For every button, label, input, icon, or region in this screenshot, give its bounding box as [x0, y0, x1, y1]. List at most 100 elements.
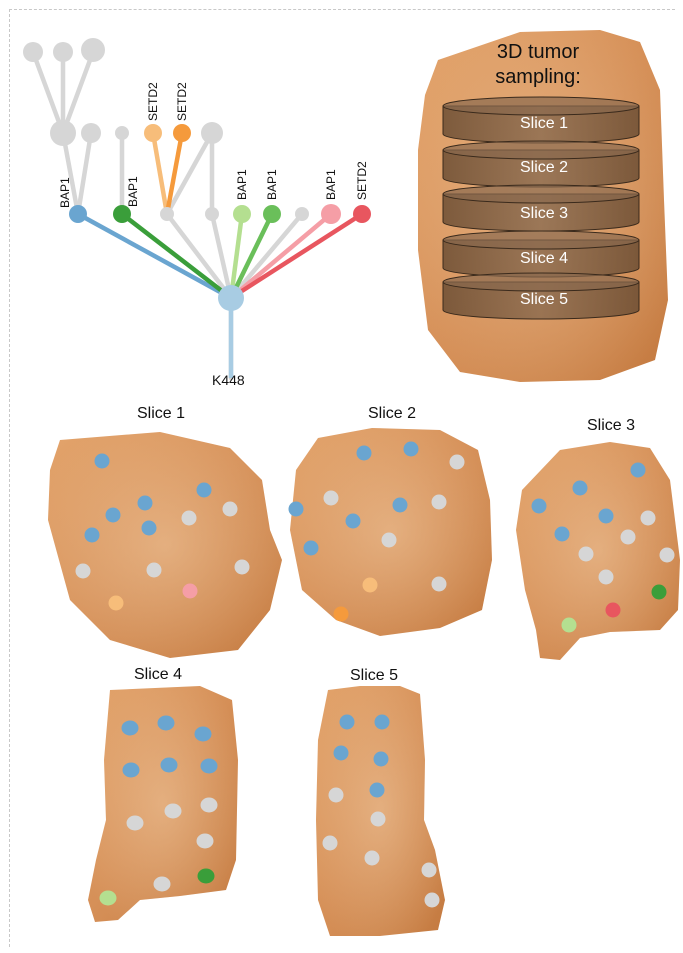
- spot-blue: [201, 759, 218, 774]
- slice-5-title: Slice 5: [350, 667, 398, 684]
- spot-dark-green: [198, 869, 215, 884]
- tree-node: [81, 123, 101, 143]
- spot-blue: [195, 727, 212, 742]
- spot-blue: [370, 783, 385, 798]
- slice-3-highlight: [516, 442, 680, 660]
- spot-grey: [147, 563, 162, 578]
- tree-node-orange: [173, 124, 191, 142]
- label-bap1-blue: BAP1: [58, 177, 72, 208]
- spot-grey: [76, 564, 91, 579]
- tree-node: [201, 122, 223, 144]
- slice-5: Slice 5: [316, 667, 445, 936]
- spot-blue: [106, 508, 121, 523]
- tree-node: [295, 207, 309, 221]
- spot-grey: [599, 570, 614, 585]
- tree-node-green: [263, 205, 281, 223]
- disc-label: Slice 4: [520, 250, 568, 267]
- spot-grey: [660, 548, 675, 563]
- label-setd2-red: SETD2: [355, 161, 369, 200]
- spot-grey: [323, 836, 338, 851]
- label-bap1-dark-green: BAP1: [126, 176, 140, 207]
- spot-blue: [393, 498, 408, 513]
- slice-3-title: Slice 3: [587, 417, 635, 434]
- tumor-3d-sampling: 3D tumor sampling: Slice 1 Slice 2 Slice…: [418, 30, 668, 382]
- slice-1-highlight: [48, 432, 282, 658]
- spot-grey: [324, 491, 339, 506]
- spot-blue: [289, 502, 304, 517]
- spot-grey: [641, 511, 656, 526]
- spot-blue: [85, 528, 100, 543]
- spot-light-green: [562, 618, 577, 633]
- spot-grey: [182, 511, 197, 526]
- spot-grey: [382, 533, 397, 548]
- tree-node: [23, 42, 43, 62]
- branch-light-orange: [153, 133, 167, 214]
- spot-grey: [432, 495, 447, 510]
- spot-dark-green: [652, 585, 667, 600]
- tree-node-light-orange: [144, 124, 162, 142]
- spot-blue: [334, 746, 349, 761]
- spot-blue: [95, 454, 110, 469]
- label-bap1-pink: BAP1: [324, 169, 338, 200]
- spot-blue: [631, 463, 646, 478]
- spot-grey: [201, 798, 218, 813]
- disc-label: Slice 1: [520, 115, 568, 132]
- spot-blue: [374, 752, 389, 767]
- spot-grey: [235, 560, 250, 575]
- tumor-title-line1: 3D tumor: [497, 41, 580, 63]
- spot-blue: [340, 715, 355, 730]
- spot-grey: [432, 577, 447, 592]
- tree-node: [53, 42, 73, 62]
- tumor-title-line2: sampling:: [495, 66, 581, 88]
- spot-pink: [183, 584, 198, 599]
- spot-grey: [365, 851, 380, 866]
- spot-blue: [573, 481, 588, 496]
- spot-grey: [165, 804, 182, 819]
- tumor-disc-2: Slice 2: [443, 141, 639, 187]
- spot-light-orange: [109, 596, 124, 611]
- slice-4-title: Slice 4: [134, 666, 182, 683]
- spot-grey: [579, 547, 594, 562]
- slice-2: Slice 2: [289, 405, 493, 636]
- slice-1: Slice 1: [48, 405, 282, 658]
- spot-blue: [357, 446, 372, 461]
- branch-pink: [231, 214, 331, 298]
- tree-root-label: K448: [212, 372, 245, 388]
- spot-grey: [154, 877, 171, 892]
- tree-node: [115, 126, 129, 140]
- tree-node-light-green: [233, 205, 251, 223]
- spot-blue: [599, 509, 614, 524]
- tumor-disc-4: Slice 4: [443, 231, 639, 277]
- spot-blue: [532, 499, 547, 514]
- spot-blue: [375, 715, 390, 730]
- disc-label: Slice 5: [520, 291, 568, 308]
- spot-grey: [371, 812, 386, 827]
- spot-grey: [450, 455, 465, 470]
- phylogenetic-tree: BAP1 BAP1 SETD2 SETD2 BAP1 BAP1 BAP1 SET…: [23, 38, 371, 388]
- label-bap1-green: BAP1: [265, 169, 279, 200]
- tree-node: [81, 38, 105, 62]
- spot-blue: [138, 496, 153, 511]
- tree-node-red: [353, 205, 371, 223]
- slice-4: Slice 4: [88, 666, 238, 922]
- spot-grey: [127, 816, 144, 831]
- branch-blue: [78, 214, 231, 298]
- spot-red: [606, 603, 621, 618]
- label-bap1-light-green: BAP1: [235, 169, 249, 200]
- tumor-disc-1: Slice 1: [443, 97, 639, 143]
- spot-grey: [621, 530, 636, 545]
- tumor-disc-5: Slice 5: [443, 273, 639, 319]
- tree-node: [205, 207, 219, 221]
- spot-blue: [123, 763, 140, 778]
- slice-1-title: Slice 1: [137, 405, 185, 422]
- spot-grey: [197, 834, 214, 849]
- spot-blue: [555, 527, 570, 542]
- slice-3: Slice 3: [516, 417, 680, 660]
- tree-node-pink: [321, 204, 341, 224]
- spot-light-orange: [363, 578, 378, 593]
- spot-blue: [158, 716, 175, 731]
- spot-blue: [304, 541, 319, 556]
- spot-grey: [329, 788, 344, 803]
